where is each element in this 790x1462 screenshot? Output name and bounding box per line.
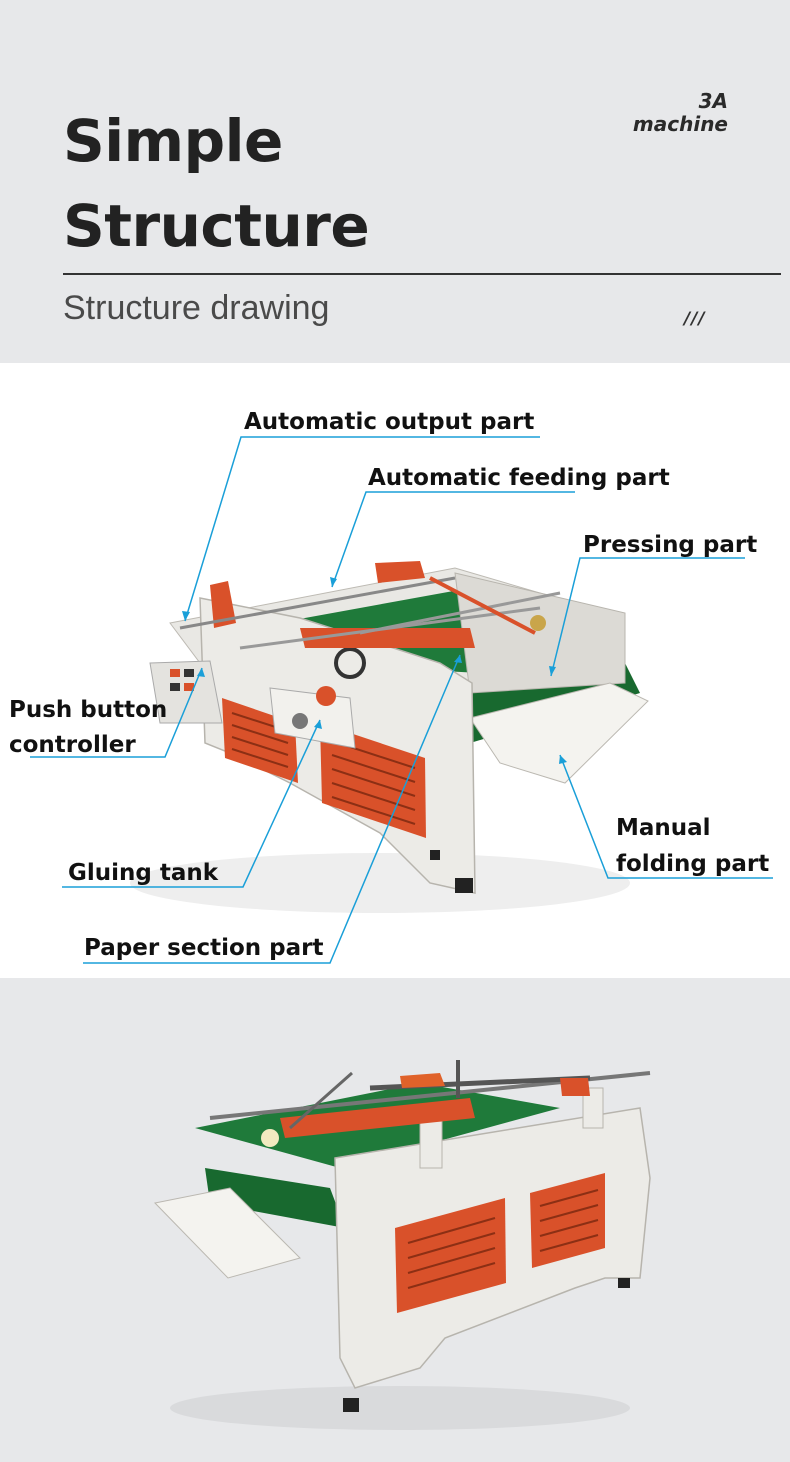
label-pressing: Pressing part (583, 532, 758, 558)
machine-rear-illustration (154, 1060, 651, 1430)
label-paper-section: Paper section part (84, 935, 324, 961)
header-divider (63, 273, 781, 275)
structure-diagram: Automatic output part Automatic feeding … (0, 363, 790, 978)
slashes-decoration: /// (684, 309, 706, 329)
brand-line1: 3A (698, 89, 728, 113)
page-title-line2: Structure (63, 192, 370, 260)
machine-rear-photo (0, 978, 790, 1462)
label-automatic-output: Automatic output part (244, 409, 535, 435)
page-title-line1: Simple (63, 107, 283, 175)
brand-line2: machine (632, 112, 728, 136)
label-manual-folding-line2: folding part (616, 851, 770, 877)
label-push-button-line1: Push button (9, 697, 168, 723)
machine-illustration (30, 436, 773, 964)
label-manual-folding-line1: Manual (616, 815, 711, 841)
section-subtitle: Structure drawing (63, 289, 330, 327)
brand-mark: 3A machine (633, 90, 728, 136)
label-push-button-line2: controller (9, 732, 136, 758)
label-automatic-feeding: Automatic feeding part (368, 465, 670, 491)
label-gluing-tank: Gluing tank (68, 860, 219, 886)
header-banner: Simple Structure 3A machine Structure dr… (0, 0, 790, 363)
